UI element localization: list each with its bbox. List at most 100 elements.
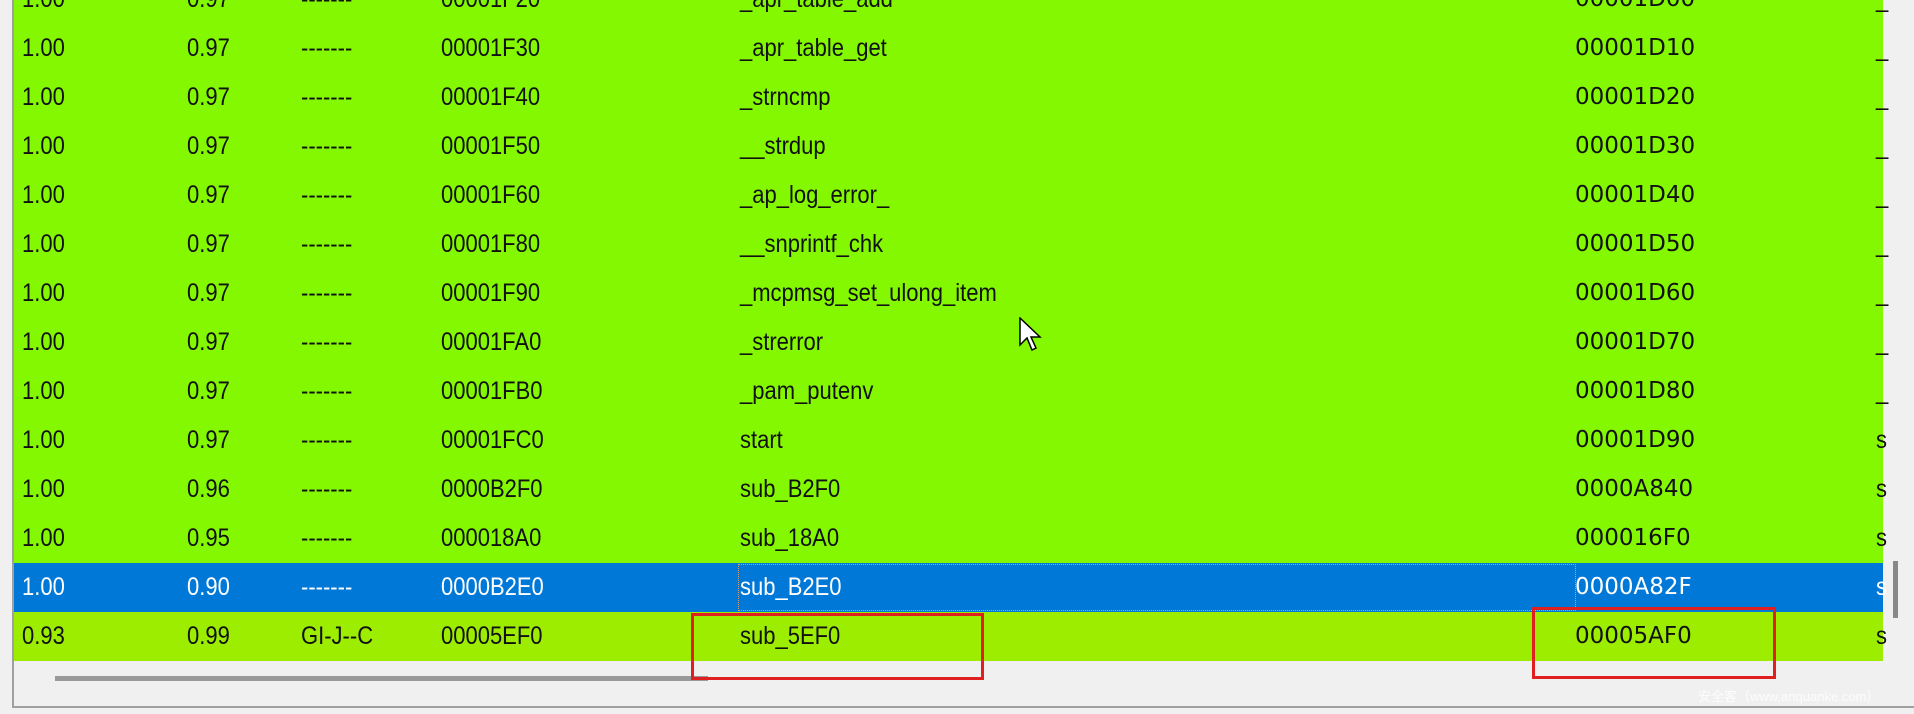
cell-c1: 1.00 <box>22 573 65 601</box>
table-row[interactable]: 1.00 0.97 ------- 00001F20 _apr_table_add 000… <box>14 0 1888 24</box>
cell-c2: 0.97 <box>187 426 230 454</box>
cell-c1: 1.00 <box>22 230 65 258</box>
watermark: 安全客（www.anquanke.com） <box>1698 689 1880 704</box>
cell-c1: 1.00 <box>22 279 65 307</box>
cell-c7: _ <box>1876 132 1889 160</box>
cell-c5: __snprintf_chk <box>740 230 884 258</box>
cell-c5: start <box>740 426 783 454</box>
cell-c5: _apr_table_get <box>740 34 887 62</box>
cell-c7: s <box>1876 426 1887 454</box>
cell-c1: 1.00 <box>22 524 65 552</box>
cell-c3: ------- <box>301 475 353 503</box>
cell-c5: __strdup <box>740 132 826 160</box>
cell-c2: 0.95 <box>187 524 230 552</box>
cell-c7: _ <box>1876 279 1889 307</box>
cell-c3: ------- <box>301 426 353 454</box>
cell-c2: 0.97 <box>187 230 230 258</box>
cell-c6: 0000A840 <box>1575 476 1694 502</box>
cell-c1: 1.00 <box>22 83 65 111</box>
cell-c6: 00001D90 <box>1575 427 1696 453</box>
cell-c4: 00001F20 <box>441 0 540 24</box>
cell-c3: ------- <box>301 377 353 405</box>
cell-c6: 00001D10 <box>1575 35 1696 61</box>
cell-c3: GI-J--C <box>301 622 374 650</box>
cell-c3: ------- <box>301 328 353 356</box>
table-row[interactable]: 1.00 0.97 ------- 00001F90 _mcpmsg_set_ulong… <box>14 269 1888 318</box>
cell-c6: 00001D20 <box>1575 84 1696 110</box>
mouse-cursor-icon <box>1019 316 1043 358</box>
cell-c3: ------- <box>301 230 353 258</box>
cell-c2: 0.97 <box>187 0 230 24</box>
cell-c5: _pam_putenv <box>740 377 874 405</box>
cell-c1: 1.00 <box>22 475 65 503</box>
cell-c1: 1.00 <box>22 426 65 454</box>
cell-c5: _ap_log_error_ <box>740 181 890 209</box>
cell-c2: 0.97 <box>187 181 230 209</box>
horizontal-scrollbar[interactable] <box>55 676 708 681</box>
cell-c5: _apr_table_add <box>740 0 893 24</box>
cell-c6: 00001D60 <box>1575 280 1696 306</box>
cell-c6: 0000A82F <box>1575 574 1692 600</box>
cell-c7: _ <box>1876 230 1889 258</box>
cell-c3: ------- <box>301 132 353 160</box>
cell-c2: 0.97 <box>187 34 230 62</box>
focus-rectangle <box>738 564 1576 611</box>
cell-c7: _ <box>1876 181 1889 209</box>
cell-c7: _ <box>1876 34 1889 62</box>
cell-c6: 000016F0 <box>1575 525 1691 551</box>
cell-c5: _mcpmsg_set_ulong_item <box>740 279 997 307</box>
table-row[interactable]: 1.00 0.96 ------- 0000B2F0 sub_B2F0 0000A840 s <box>14 465 1887 514</box>
cell-c6: 00001D40 <box>1575 182 1696 208</box>
cell-c4: 00001F80 <box>441 230 541 258</box>
cell-c2: 0.97 <box>187 328 230 356</box>
cell-c6: 00001D80 <box>1575 378 1696 404</box>
cell-c7: s <box>1876 622 1887 650</box>
cell-c5: sub_B2F0 <box>740 475 841 503</box>
cell-c7: s <box>1876 475 1887 503</box>
cell-c4: 00001F90 <box>441 279 541 307</box>
cell-c2: 0.97 <box>187 279 230 307</box>
cell-c2: 0.99 <box>187 622 230 650</box>
cell-c3: ------- <box>301 524 353 552</box>
cell-c7: s <box>1876 573 1887 601</box>
highlight-box-address <box>1532 607 1776 679</box>
cell-c4: 0000B2F0 <box>441 475 543 503</box>
cell-c1: 1.00 <box>22 181 65 209</box>
cell-c6: 00001D00 <box>1575 0 1695 24</box>
cell-c2: 0.90 <box>187 573 230 601</box>
cell-c7: s <box>1876 524 1887 552</box>
cell-c5: sub_B2E0 <box>740 573 842 601</box>
cell-c2: 0.96 <box>187 475 230 503</box>
match-list[interactable]: 1.00 0.97 ------- 00001F20 _apr_table_add 000… <box>14 0 1888 661</box>
cell-c3: ------- <box>301 0 352 24</box>
cell-c5: _strerror <box>740 328 824 356</box>
cell-c1: 1.00 <box>22 0 65 24</box>
cell-c1: 1.00 <box>22 132 65 160</box>
cell-c3: ------- <box>301 279 353 307</box>
highlight-box-name <box>691 613 984 680</box>
cell-c7: _ <box>1876 83 1889 111</box>
cell-c2: 0.97 <box>187 377 230 405</box>
cell-c3: ------- <box>301 573 353 601</box>
cell-c5: sub_18A0 <box>740 524 840 552</box>
cell-c1: 1.00 <box>22 377 65 405</box>
table-row[interactable]: 1.00 0.97 ------- 00001FC0 start 00001D90 s <box>14 416 1887 465</box>
cell-c1: 1.00 <box>22 328 65 356</box>
cell-c4: 00001FA0 <box>441 328 542 356</box>
vertical-scrollbar[interactable] <box>1893 561 1898 618</box>
cell-c4: 00001F60 <box>441 181 541 209</box>
cell-c6: 00005AF0 <box>1575 623 1692 649</box>
cell-c4: 00001F30 <box>441 34 541 62</box>
cell-c1: 0.93 <box>22 622 65 650</box>
cell-c4: 00001FC0 <box>441 426 544 454</box>
